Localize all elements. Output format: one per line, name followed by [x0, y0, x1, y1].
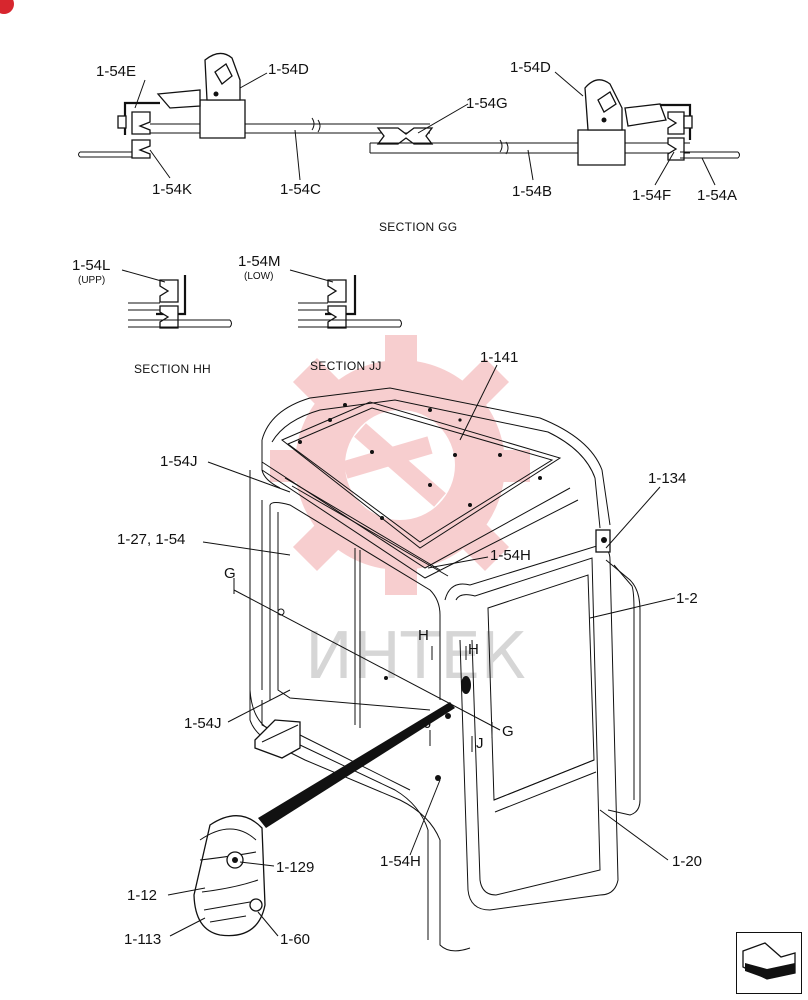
section-marker-j-left: J [424, 715, 432, 732]
section-jj-title: SECTION JJ [310, 359, 382, 373]
corner-badge-icon [0, 0, 14, 14]
callout-1-113: 1-113 [124, 931, 161, 948]
callout-1-54F: 1-54F [632, 187, 671, 204]
callout-1-54M: 1-54M [238, 253, 281, 270]
next-page-button[interactable] [736, 932, 802, 994]
callout-1-54A: 1-54A [697, 187, 737, 204]
callout-1-54C: 1-54C [280, 181, 321, 198]
callout-1-54G: 1-54G [466, 95, 508, 112]
section-marker-h-left: H [418, 627, 429, 644]
section-gg-drawing [78, 52, 740, 186]
arrow-right-icon [742, 942, 796, 980]
section-gg-title: SECTION GG [379, 220, 457, 234]
section-marker-g-left: G [224, 565, 236, 582]
callout-1-54L: 1-54L [72, 257, 110, 274]
section-hh-drawing [121, 269, 232, 329]
callout-1-54J-top: 1-54J [160, 453, 198, 470]
callout-1-54K: 1-54K [152, 181, 192, 198]
callout-1-54H-top: 1-54H [490, 547, 531, 564]
callout-1-27-1-54: 1-27, 1-54 [117, 531, 185, 548]
callout-1-54D-right: 1-54D [510, 59, 551, 76]
cab-leader-lines [167, 364, 676, 937]
callout-1-54B: 1-54B [512, 183, 552, 200]
callout-1-54M-sub: (LOW) [244, 271, 273, 282]
section-marker-g-right: G [502, 723, 514, 740]
callout-1-141: 1-141 [480, 349, 518, 366]
callout-1-54H-bottom: 1-54H [380, 853, 421, 870]
callout-1-54D-left: 1-54D [268, 61, 309, 78]
section-marker-j-right: J [476, 735, 484, 752]
callout-1-54J-bottom: 1-54J [184, 715, 222, 732]
callout-1-60: 1-60 [280, 931, 310, 948]
cab-drawing [193, 387, 641, 952]
callout-1-54E: 1-54E [96, 63, 136, 80]
callout-1-54L-sub: (UPP) [78, 275, 105, 286]
section-jj-drawing [289, 269, 402, 329]
watermark-text: ИНТЕК [305, 620, 526, 694]
section-marker-h-right: H [468, 641, 479, 658]
callout-1-20: 1-20 [672, 853, 702, 870]
callout-1-134: 1-134 [648, 470, 686, 487]
callout-1-129: 1-129 [276, 859, 314, 876]
callout-1-2: 1-2 [676, 590, 698, 607]
callout-1-12: 1-12 [127, 887, 157, 904]
section-hh-title: SECTION HH [134, 362, 211, 376]
